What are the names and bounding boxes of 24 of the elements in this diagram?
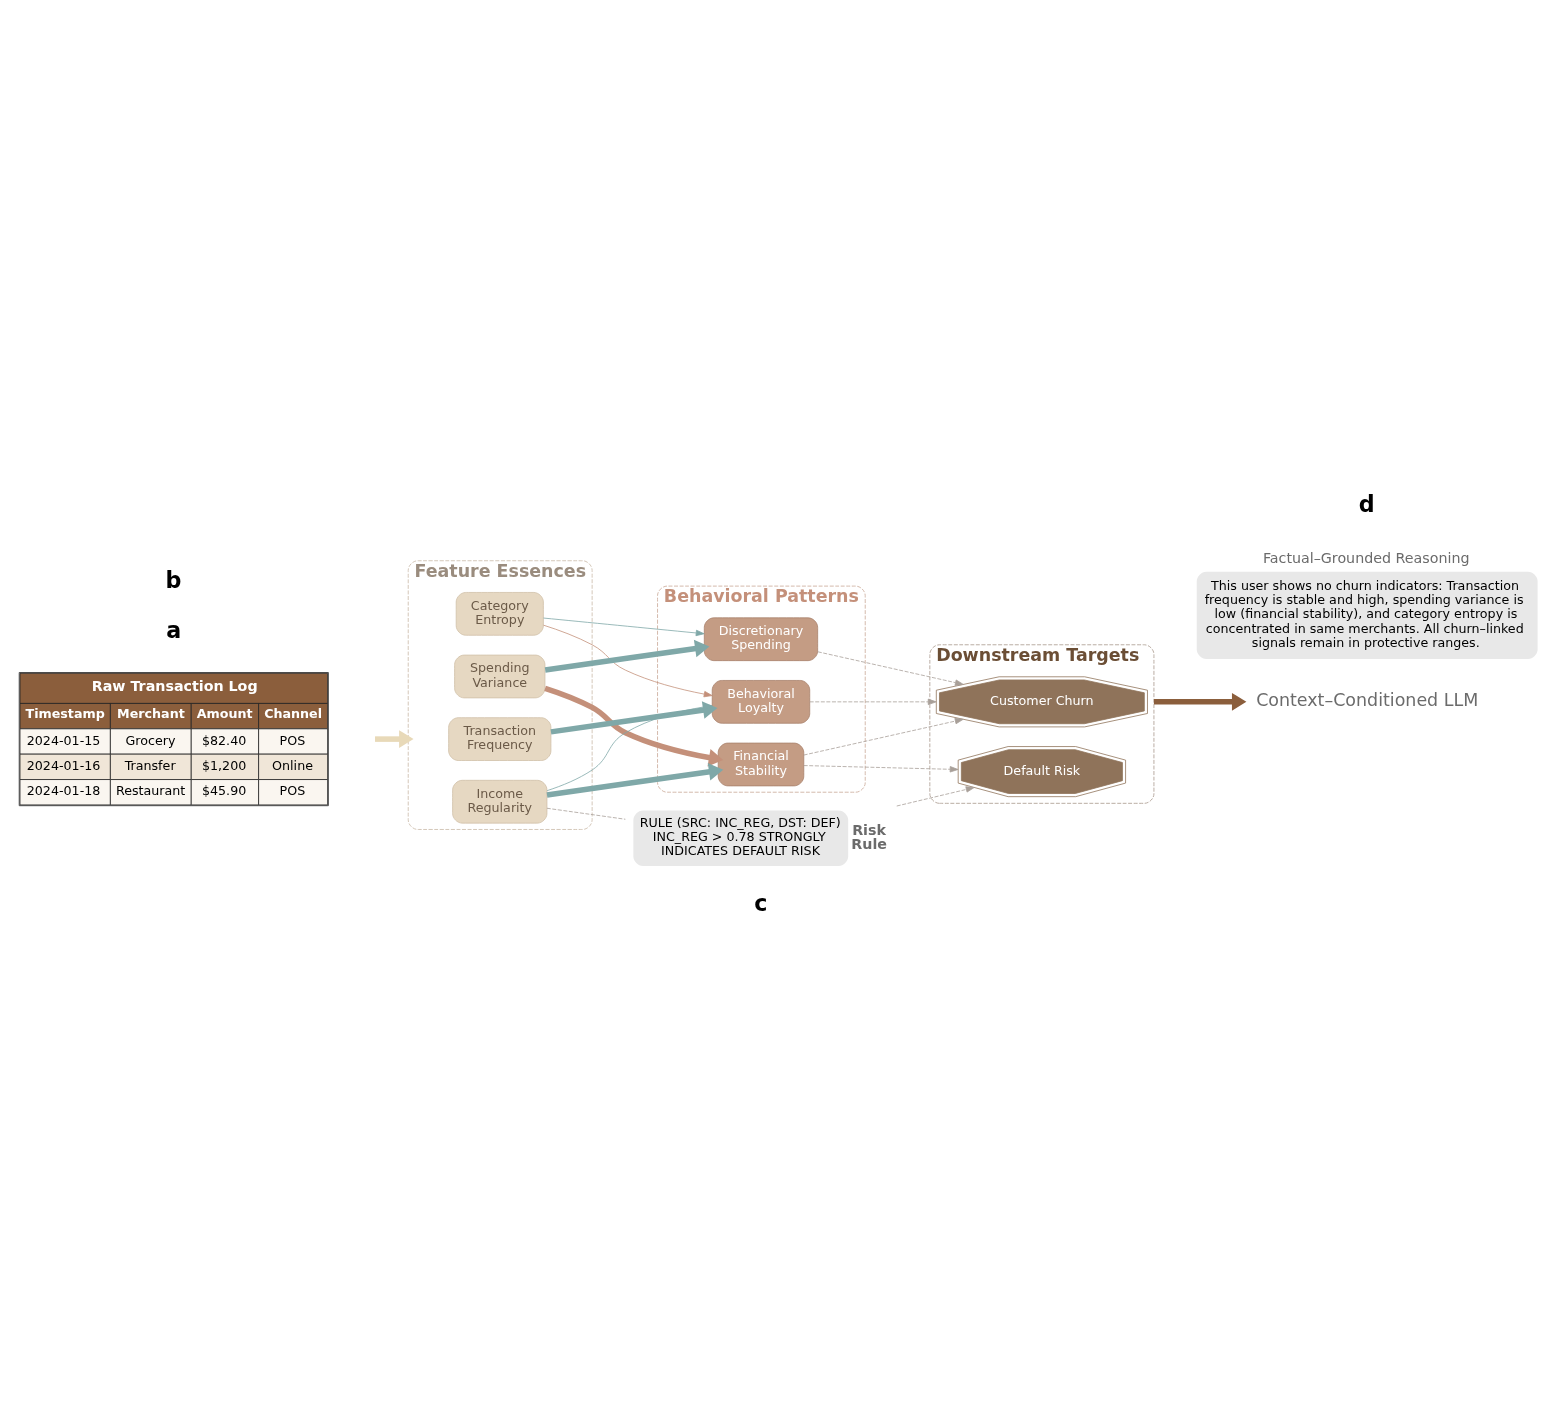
label: a [166, 617, 182, 644]
label: Transfer [124, 757, 176, 773]
node-text: Context–Conditioned LLM [1256, 690, 1479, 711]
label: c [754, 890, 768, 917]
label: $45.90 [201, 783, 247, 799]
label: Raw Transaction Log [91, 678, 258, 695]
label: Channel [264, 706, 323, 722]
label: d [1358, 491, 1375, 518]
label: Merchant [117, 706, 185, 722]
label: Restaurant [115, 783, 186, 799]
label: $82.40 [201, 732, 247, 748]
node-label: Risk Rule [851, 821, 888, 852]
label: $1,200 [201, 757, 247, 773]
label: Amount [196, 706, 253, 722]
label: POS [279, 783, 306, 799]
label: b [165, 566, 182, 593]
label: Grocery [125, 732, 176, 748]
label: 2024-01-16 [26, 757, 101, 773]
node-label: Factual–Grounded Reasoning [1262, 549, 1470, 566]
label: 2024-01-15 [26, 732, 101, 748]
label: 2024-01-18 [26, 783, 101, 799]
label: Online [272, 757, 313, 773]
label: Timestamp [25, 706, 105, 722]
label: POS [279, 732, 306, 748]
